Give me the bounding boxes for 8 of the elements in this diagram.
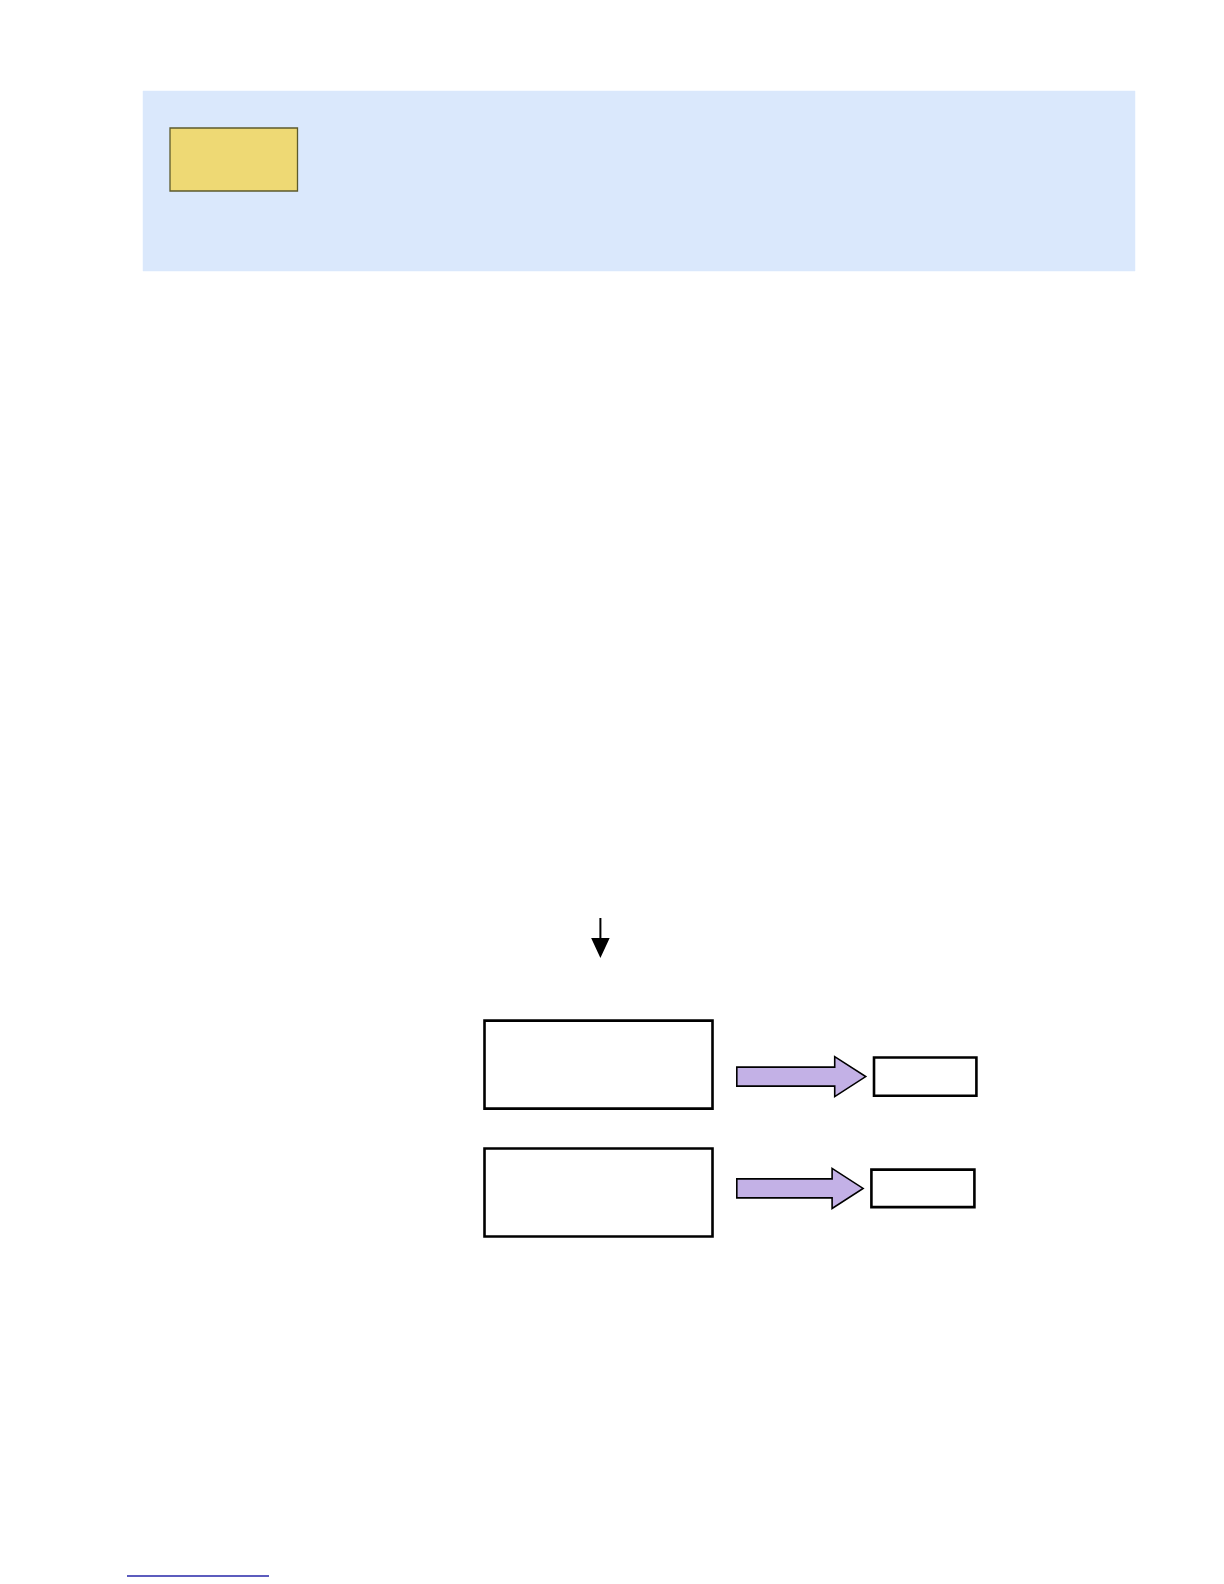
header-box [169,127,299,192]
output-box [872,1056,978,1097]
process-box [483,1147,714,1238]
header-band [142,90,1136,272]
output-box [870,1168,976,1209]
process-box [483,1019,714,1110]
block-arrow [736,1055,868,1099]
block-arrow [736,1166,865,1210]
